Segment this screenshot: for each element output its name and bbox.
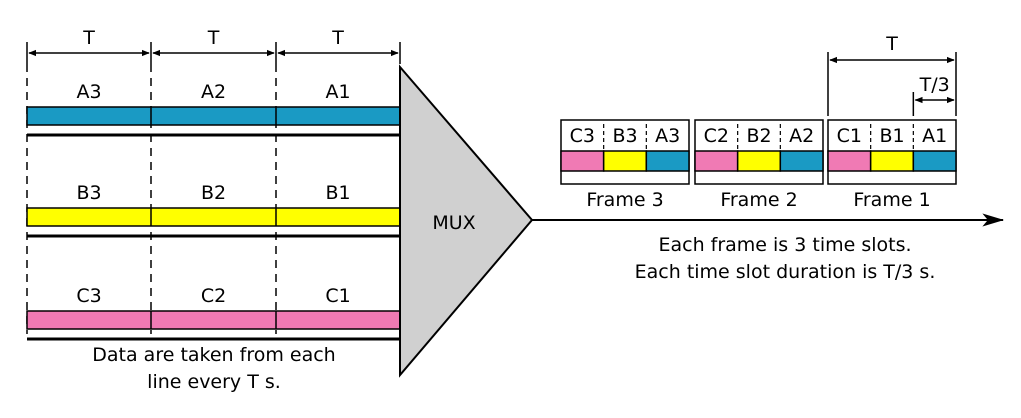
frame-slot: [779, 150, 824, 172]
slot-label: C1: [325, 285, 350, 307]
frame-slot-label: B1: [879, 125, 904, 147]
data-bar: [26, 310, 401, 330]
slot-label: B1: [325, 182, 350, 204]
mux-label: MUX: [432, 212, 475, 234]
data-bar: [26, 207, 401, 227]
slot-separators: [26, 64, 277, 334]
mux-shape: [399, 64, 534, 378]
input-line-3: C3 C2 C1: [26, 285, 401, 341]
frame-slot-label: B3: [612, 125, 637, 147]
frame-label: Frame 1: [853, 189, 930, 211]
frame-slot-label: C1: [837, 125, 862, 147]
frame-slot: [560, 150, 605, 172]
slot-label: C3: [76, 285, 101, 307]
period-label: T: [82, 27, 95, 49]
slot-label: C2: [201, 285, 226, 307]
frame-slot: [602, 150, 648, 172]
frame-period-label: T: [885, 33, 898, 55]
frame-slot-label: C3: [570, 125, 595, 147]
period-label: T: [207, 27, 220, 49]
data-bar: [26, 106, 401, 126]
slot-label: A3: [76, 81, 101, 103]
slot-label: A1: [325, 81, 350, 103]
frame-slot-label: A2: [789, 125, 814, 147]
slot-label: B2: [201, 182, 226, 204]
frame-slot: [912, 150, 957, 172]
frame-slot: [736, 150, 782, 172]
frame-slot: [827, 150, 872, 172]
input-caption-line-2: line every T s.: [147, 371, 281, 393]
frame-slot-label: C2: [704, 125, 729, 147]
frame-label: Frame 2: [720, 189, 797, 211]
input-line-1: A3 A2 A1: [26, 81, 401, 137]
output-caption-line-2: Each time slot duration is T/3 s.: [635, 261, 936, 283]
frame-slot: [645, 150, 690, 172]
frame-slot-label: A1: [922, 125, 947, 147]
frame-label: Frame 3: [586, 189, 663, 211]
slot-label: A2: [201, 81, 226, 103]
frame-slot: [694, 150, 739, 172]
frame-dimensions: T T/3: [827, 33, 957, 116]
input-caption-line-1: Data are taken from each: [92, 344, 335, 366]
subperiod-label: T/3: [919, 74, 950, 96]
input-line-2: B3 B2 B1: [26, 182, 401, 238]
period-label: T: [331, 27, 344, 49]
output-caption-line-1: Each frame is 3 time slots.: [658, 234, 911, 256]
frame-slot-label: A3: [655, 125, 680, 147]
frame-slot-label: B2: [746, 125, 771, 147]
slot-label: B3: [76, 182, 101, 204]
frame-slot: [869, 150, 915, 172]
